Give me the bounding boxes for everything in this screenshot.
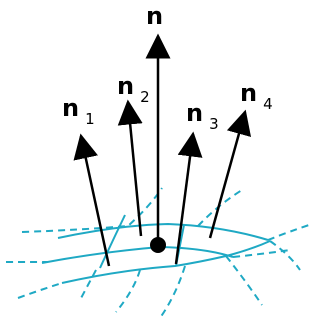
mesh-dash-bottom-mid bbox=[115, 269, 141, 313]
mesh-dash-upper-right bbox=[197, 189, 243, 227]
label-n1: n 1 bbox=[62, 94, 95, 128]
label-n3-base: n bbox=[186, 99, 203, 127]
mesh-dash-far-right bbox=[267, 223, 313, 241]
label-n4: n 4 bbox=[240, 79, 273, 113]
mesh-dash-lower-left bbox=[17, 282, 63, 299]
mesh-line-right-vertical bbox=[225, 240, 271, 257]
label-n2: n 2 bbox=[117, 72, 150, 106]
mesh-line-bottom bbox=[61, 255, 227, 284]
vertex-point bbox=[150, 237, 166, 253]
mesh-dash-bottom-center bbox=[159, 265, 186, 319]
label-n2-sub: 2 bbox=[140, 88, 150, 106]
label-n1-sub: 1 bbox=[85, 110, 95, 128]
arrow-n2 bbox=[117, 99, 143, 237]
mesh-dash-bottom-right bbox=[225, 255, 263, 306]
mesh-line-left-vertical bbox=[99, 214, 126, 269]
label-n2-base: n bbox=[117, 72, 134, 100]
mesh-dash-right-lower bbox=[269, 240, 301, 271]
normal-arrows bbox=[73, 33, 252, 267]
mesh-line-top bbox=[57, 223, 269, 241]
label-n4-sub: 4 bbox=[263, 95, 273, 113]
mesh-dash-upper-left bbox=[21, 187, 163, 233]
label-n3: n 3 bbox=[186, 99, 219, 133]
label-n: n bbox=[146, 2, 163, 30]
label-n4-base: n bbox=[240, 79, 257, 107]
arrow-n3 bbox=[174, 131, 203, 265]
mesh-dash-right bbox=[232, 249, 291, 258]
mesh-dash-bottom-left bbox=[79, 269, 97, 301]
label-n3-sub: 3 bbox=[209, 115, 219, 133]
label-n1-base: n bbox=[62, 94, 79, 122]
arrow-n4 bbox=[208, 109, 252, 239]
arrow-n1 bbox=[73, 133, 111, 267]
